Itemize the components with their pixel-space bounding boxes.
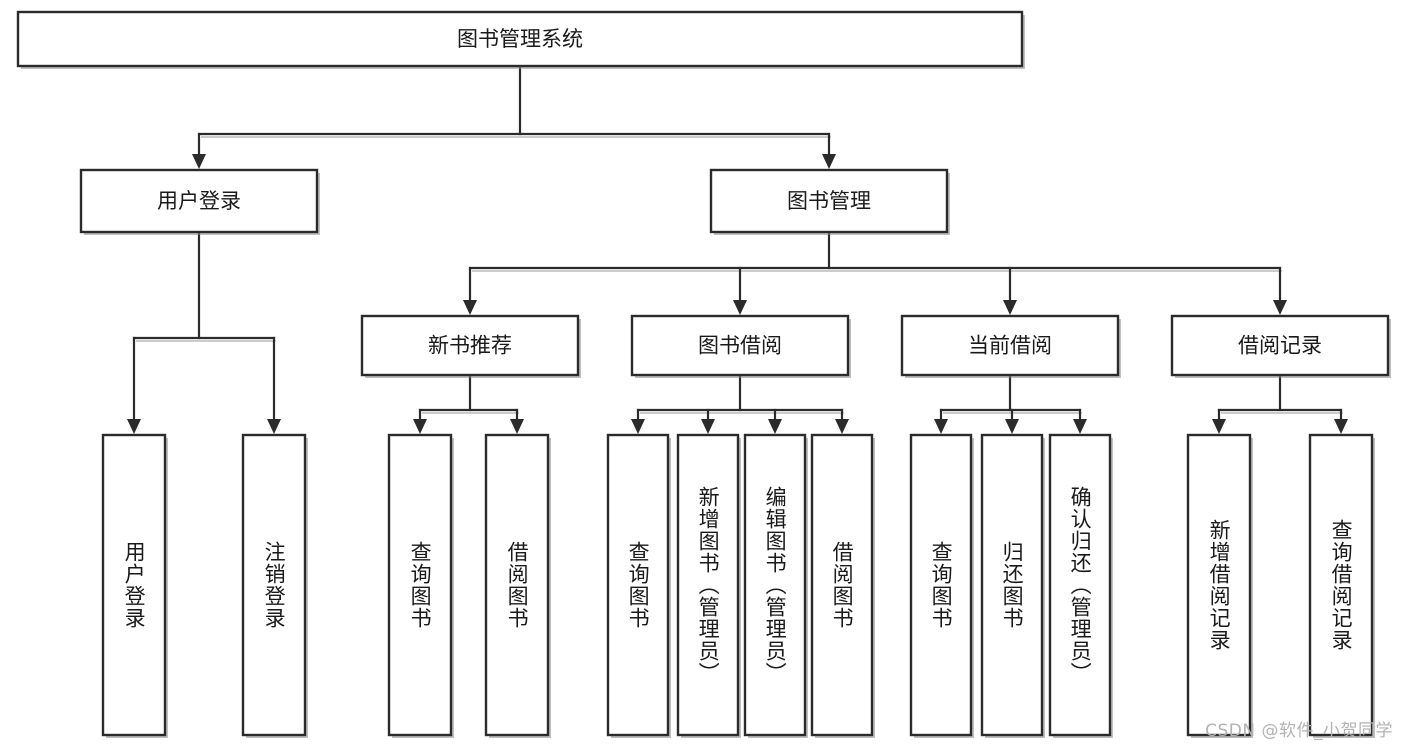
node-label: 新增借阅记录 [1207, 519, 1232, 651]
node-label: 查询图书 [929, 541, 954, 629]
node-label: 当前借阅 [968, 334, 1052, 358]
node-book-borrow[interactable]: 图书借阅 [630, 314, 851, 378]
node-leaf-confirm-return[interactable]: 确认归还（管理员） [1048, 433, 1113, 738]
node-label: 查询图书 [408, 541, 433, 629]
node-leaf-borrow-book-rec[interactable]: 借阅图书 [484, 433, 551, 738]
node-leaf-add-record[interactable]: 新增借阅记录 [1186, 433, 1253, 738]
node-label: 借阅记录 [1238, 334, 1322, 358]
node-label: 归还图书 [1000, 541, 1025, 629]
node-label: 借阅图书 [830, 541, 855, 629]
node-label: 用户登录 [157, 189, 241, 213]
node-user-login[interactable]: 用户登录 [79, 168, 320, 235]
node-current-borrow[interactable]: 当前借阅 [900, 314, 1121, 378]
node-layer: 图书管理系统用户登录图书管理新书推荐图书借阅当前借阅借阅记录用户登录注销登录查询… [16, 10, 1391, 738]
connector-layer [127, 64, 1348, 434]
node-label: 查询借阅记录 [1329, 519, 1354, 651]
node-leaf-add-book[interactable]: 新增图书（管理员） [676, 433, 741, 738]
node-label: 新书推荐 [428, 334, 512, 358]
node-label: 图书管理 [787, 189, 871, 213]
node-label: 新增图书（管理员） [696, 486, 721, 684]
node-label: 用户登录 [122, 541, 147, 629]
node-new-book-recommend[interactable]: 新书推荐 [360, 314, 581, 378]
node-root[interactable]: 图书管理系统 [16, 10, 1025, 69]
node-leaf-query-book-cur[interactable]: 查询图书 [909, 433, 974, 738]
node-label: 借阅图书 [505, 541, 530, 629]
node-leaf-borrow-book[interactable]: 借阅图书 [810, 433, 875, 738]
node-label: 图书借阅 [698, 334, 782, 358]
node-leaf-query-record[interactable]: 查询借阅记录 [1308, 433, 1375, 738]
node-leaf-query-book-borrow[interactable]: 查询图书 [606, 433, 671, 738]
node-label: 编辑图书（管理员） [763, 486, 788, 684]
node-label: 图书管理系统 [457, 27, 583, 51]
node-label: 查询图书 [626, 541, 651, 629]
node-leaf-query-book-rec[interactable]: 查询图书 [387, 433, 454, 738]
node-book-manage[interactable]: 图书管理 [709, 168, 950, 235]
node-leaf-user-login[interactable]: 用户登录 [101, 433, 168, 738]
node-borrow-record[interactable]: 借阅记录 [1170, 314, 1391, 378]
node-leaf-edit-book[interactable]: 编辑图书（管理员） [743, 433, 808, 738]
node-leaf-return-book[interactable]: 归还图书 [980, 433, 1045, 738]
node-leaf-logout[interactable]: 注销登录 [241, 433, 308, 738]
node-label: 确认归还（管理员） [1068, 486, 1093, 684]
node-label: 注销登录 [262, 541, 287, 629]
